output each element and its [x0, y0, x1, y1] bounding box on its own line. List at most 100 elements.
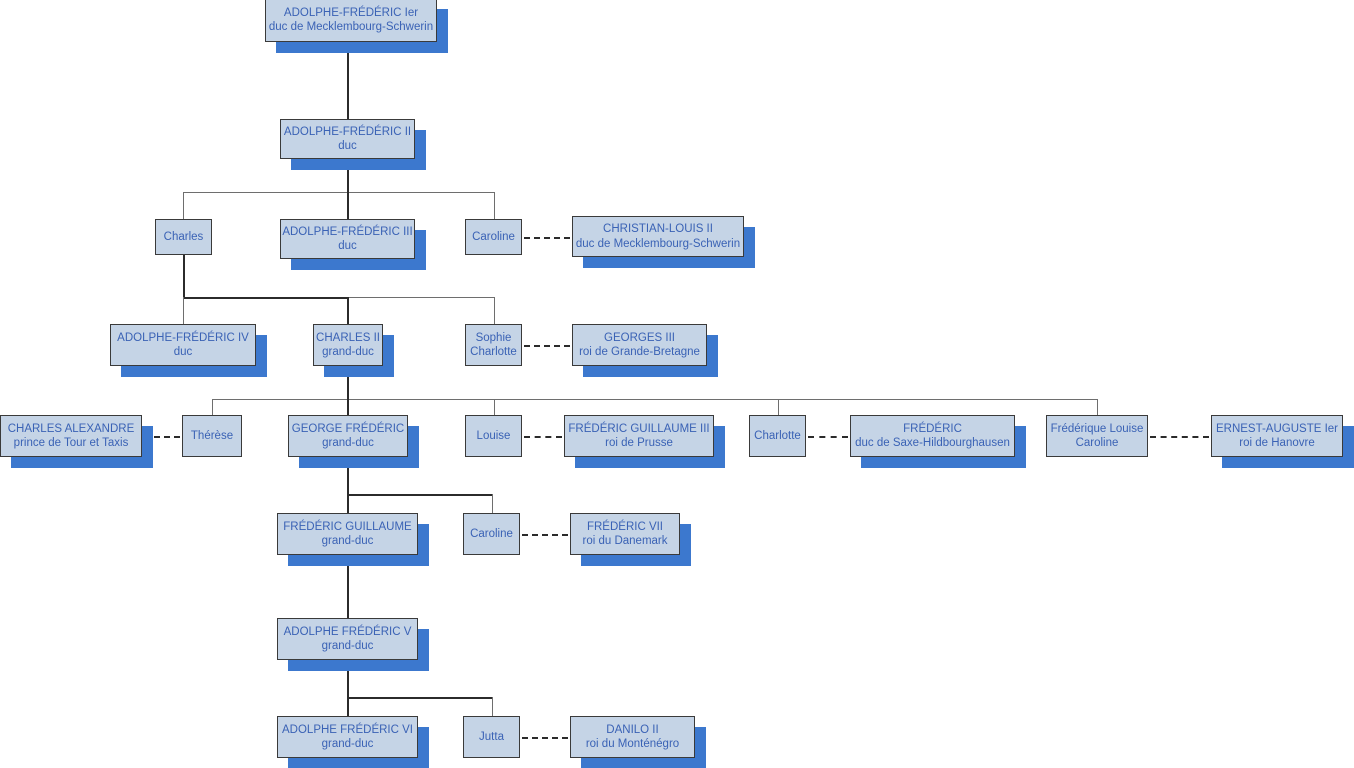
node-title: CHARLES ALEXANDRE [7, 422, 135, 435]
node-subtitle: grand-duc [321, 640, 374, 652]
connector-drop-fgrand [347, 494, 349, 513]
node-frederic-saxe-hildbourghausen[interactable]: FRÉDÉRIC duc de Saxe-Hildbourghausen [850, 415, 1015, 457]
node-title: FRÉDÉRIC [903, 422, 962, 435]
node-frederic-vii[interactable]: FRÉDÉRIC VII roi du Danemark [570, 513, 680, 555]
connector-drop-sophie [494, 297, 495, 325]
node-adolphe-frederic-vi[interactable]: ADOLPHE FRÉDÉRIC VI grand-duc [277, 716, 418, 758]
connector-drop-af6 [347, 697, 349, 716]
node-louise[interactable]: Louise [465, 415, 522, 457]
connector-drop-fredlouise [1097, 399, 1098, 416]
node-christian-louis-ii[interactable]: CHRISTIAN-LOUIS II duc de Mecklembourg-S… [572, 216, 744, 257]
node-subtitle: grand-duc [321, 535, 374, 547]
connector-charles2-down [347, 366, 349, 399]
marriage-link-caroline1-christianlouis2 [524, 237, 570, 239]
node-title: Charles [163, 230, 204, 243]
node-title: ADOLPHE-FRÉDÉRIC Ier [283, 6, 419, 19]
marriage-link-charlesalexandre-therese [144, 436, 180, 438]
node-title: ERNEST-AUGUSTE Ier [1215, 422, 1339, 435]
node-adolphe-frederic-ier[interactable]: ADOLPHE-FRÉDÉRIC Ier duc de Mecklembourg… [265, 0, 437, 42]
connector-drop-georgefred [347, 399, 349, 416]
node-title: DANILO II [606, 723, 659, 736]
node-title: ADOLPHE-FRÉDÉRIC II [283, 125, 412, 138]
node-title: ADOLPHE-FRÉDÉRIC III [282, 225, 413, 238]
node-title: GEORGE FRÉDÉRIC [291, 422, 405, 435]
connector-drop-charles [183, 192, 184, 220]
connector-af1-down [347, 42, 349, 119]
node-title: Sophie [475, 331, 512, 344]
connector-row4-bar-right [347, 297, 494, 298]
node-charlotte[interactable]: Charlotte [749, 415, 806, 457]
node-georges-iii[interactable]: GEORGES III roi de Grande-Bretagne [572, 324, 707, 366]
marriage-link-caroline2-frederic7 [522, 534, 568, 536]
node-george-frederic[interactable]: GEORGE FRÉDÉRIC grand-duc [288, 415, 408, 457]
node-title: ADOLPHE-FRÉDÉRIC IV [117, 331, 249, 344]
node-title: GEORGES III [604, 331, 675, 344]
connector-charles-down [183, 255, 185, 297]
node-subtitle: duc de Saxe-Hildbourghausen [855, 437, 1010, 449]
node-subtitle: prince de Tour et Taxis [13, 437, 129, 449]
connector-fgrand-down [347, 555, 349, 618]
node-subtitle: grand-duc [321, 738, 374, 750]
node-subtitle: duc de Mecklembourg-Schwerin [268, 21, 434, 33]
connector-row5-bar [212, 399, 1097, 400]
node-title: ADOLPHE FRÉDÉRIC VI [282, 723, 413, 736]
node-subtitle: roi de Prusse [605, 437, 673, 449]
connector-drop-caroline1 [494, 192, 495, 220]
connector-drop-af4 [183, 297, 184, 325]
node-subtitle: Charlotte [470, 346, 517, 358]
node-adolphe-frederic-iii[interactable]: ADOLPHE-FRÉDÉRIC III duc [280, 219, 415, 259]
node-adolphe-frederic-v[interactable]: ADOLPHE FRÉDÉRIC V grand-duc [277, 618, 418, 660]
node-subtitle: grand-duc [322, 346, 374, 358]
connector-af5-down [347, 660, 349, 697]
node-title: Caroline [472, 230, 515, 243]
connector-drop-charles2 [347, 297, 349, 325]
node-title: Louise [476, 429, 511, 442]
connector-drop-af3 [347, 192, 349, 220]
node-subtitle: roi de Hanovre [1239, 437, 1315, 449]
node-title: Caroline [470, 527, 513, 540]
node-title: Charlotte [754, 429, 801, 442]
node-sophie-charlotte[interactable]: Sophie Charlotte [465, 324, 522, 366]
node-title: Frédérique Louise [1050, 422, 1144, 435]
node-subtitle: duc [338, 240, 357, 252]
node-title: Jutta [479, 730, 504, 743]
node-danilo-ii[interactable]: DANILO II roi du Monténégro [570, 716, 695, 758]
connector-drop-caroline2 [492, 494, 493, 513]
node-subtitle: Caroline [1075, 437, 1119, 449]
connector-af2-down [347, 159, 349, 192]
node-subtitle: duc de Mecklembourg-Schwerin [575, 237, 741, 250]
marriage-link-sophiecharlotte-georges3 [524, 345, 570, 347]
node-ernest-auguste-ier[interactable]: ERNEST-AUGUSTE Ier roi de Hanovre [1211, 415, 1343, 457]
node-therese[interactable]: Thérèse [182, 415, 242, 457]
connector-row8-bar [347, 697, 493, 699]
node-subtitle: roi du Monténégro [585, 738, 680, 750]
node-adolphe-frederic-ii[interactable]: ADOLPHE-FRÉDÉRIC II duc [280, 119, 415, 159]
marriage-link-frederiquelouise-ernest1 [1150, 436, 1209, 438]
node-title: FRÉDÉRIC GUILLAUME III [568, 422, 710, 435]
node-title: CHARLES II [316, 331, 380, 344]
node-jutta[interactable]: Jutta [463, 716, 520, 758]
node-title: CHRISTIAN-LOUIS II [603, 223, 713, 236]
node-frederic-guillaume-grand-duc[interactable]: FRÉDÉRIC GUILLAUME grand-duc [277, 513, 418, 555]
connector-row4-bar-left [183, 297, 348, 299]
node-frederique-louise-caroline[interactable]: Frédérique Louise Caroline [1046, 415, 1148, 457]
node-subtitle: duc [338, 140, 357, 152]
node-title: FRÉDÉRIC VII [586, 520, 664, 533]
node-adolphe-frederic-iv[interactable]: ADOLPHE-FRÉDÉRIC IV duc [110, 324, 256, 366]
node-title: ADOLPHE FRÉDÉRIC V [283, 625, 412, 638]
node-charles-alexandre[interactable]: CHARLES ALEXANDRE prince de Tour et Taxi… [0, 415, 142, 457]
connector-drop-charlotte [778, 399, 779, 416]
node-subtitle: roi de Grande-Bretagne [579, 346, 700, 358]
node-charles[interactable]: Charles [155, 219, 212, 255]
connector-drop-louise [494, 399, 495, 416]
node-charles-ii[interactable]: CHARLES II grand-duc [313, 324, 383, 366]
connector-row6-bar [347, 494, 493, 496]
node-frederic-guillaume-iii[interactable]: FRÉDÉRIC GUILLAUME III roi de Prusse [564, 415, 714, 457]
connector-row3-bar [183, 192, 495, 193]
marriage-link-jutta-danilo2 [522, 737, 568, 739]
connector-georgefred-down [347, 457, 349, 494]
node-subtitle: roi du Danemark [582, 535, 668, 547]
node-caroline-1[interactable]: Caroline [465, 219, 522, 255]
node-caroline-2[interactable]: Caroline [463, 513, 520, 555]
